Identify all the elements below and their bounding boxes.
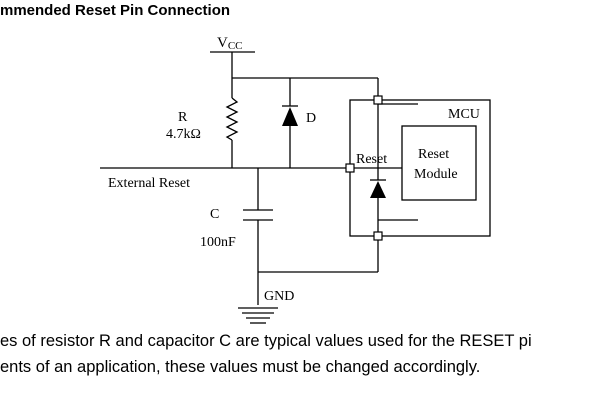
mcu-reset-pin xyxy=(345,163,355,173)
resistor-zigzag xyxy=(225,97,239,141)
reset-pin-circuit-diagram: VCC R 4.7kΩ D MCU Reset Reset Module Ext… xyxy=(100,35,491,324)
resistor-value-label: 4.7kΩ xyxy=(166,127,201,142)
mcu-label: MCU xyxy=(448,107,480,122)
reset-pin-label: Reset xyxy=(356,152,387,167)
mcu-vcc-pin xyxy=(373,95,383,105)
external-reset-label: External Reset xyxy=(108,176,190,191)
resistor-name-label: R xyxy=(178,110,188,125)
gnd-label: GND xyxy=(264,289,294,304)
reset-module-label-line2: Module xyxy=(414,167,458,182)
caption-line-1: es of resistor R and capacitor C are typ… xyxy=(0,332,532,350)
mcu-gnd-pin xyxy=(373,231,383,241)
reset-module-label-line1: Reset xyxy=(418,147,449,162)
figure-heading: mmended Reset Pin Connection xyxy=(0,2,231,19)
diode-d-triangle xyxy=(282,107,298,126)
capacitor-value-label: 100nF xyxy=(200,235,236,250)
capacitor-name-label: C xyxy=(210,207,219,222)
vcc-label: VCC xyxy=(217,35,243,52)
internal-diode-triangle xyxy=(370,181,386,198)
caption-line-2: ents of an application, these values mus… xyxy=(0,358,481,376)
diode-label: D xyxy=(306,111,316,126)
reset-module-box xyxy=(401,125,477,201)
